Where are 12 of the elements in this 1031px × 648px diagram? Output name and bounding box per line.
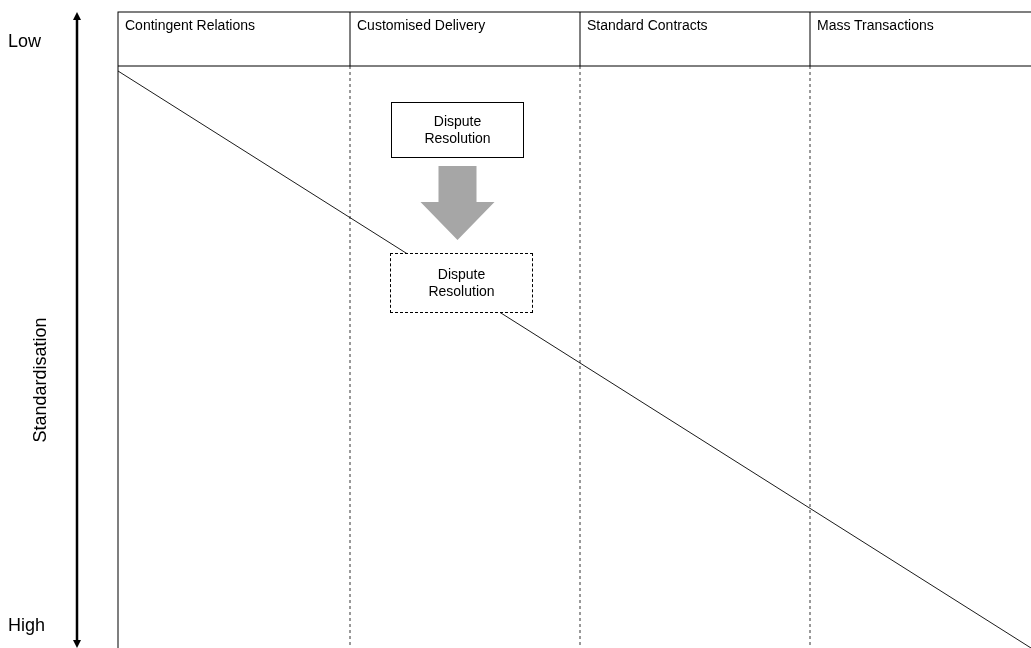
column-header: Mass Transactions	[817, 17, 934, 33]
column-header: Standard Contracts	[587, 17, 708, 33]
dashed-process-box	[390, 253, 533, 313]
process-box	[391, 102, 524, 158]
axis-title: Standardisation	[29, 317, 51, 443]
column-header: Contingent Relations	[125, 17, 255, 33]
column-header: Customised Delivery	[357, 17, 486, 33]
block-arrow	[420, 166, 495, 240]
axis-label: Low	[8, 31, 42, 52]
box-text: Dispute Resolution	[427, 266, 496, 300]
axis-label: High	[8, 615, 46, 636]
box-text: Dispute Resolution	[423, 113, 492, 147]
